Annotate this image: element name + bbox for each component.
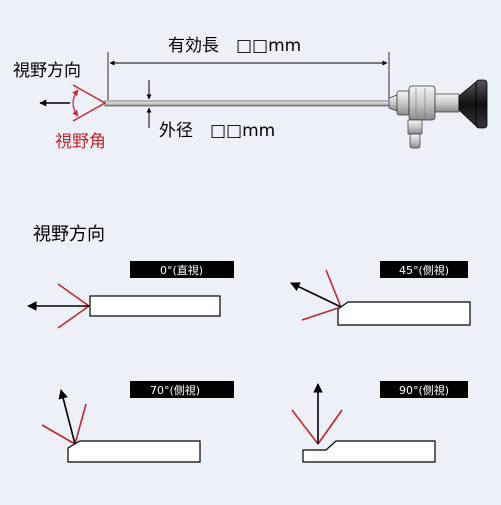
variant-45-label: 45°(側視) <box>399 263 449 277</box>
variant-90-deg: 90°(側視) <box>291 381 468 463</box>
view-direction-label: 視野方向 <box>13 61 81 81</box>
variant-0-badge <box>130 261 234 278</box>
scope-tip-0 <box>89 295 221 317</box>
variant-0-label: 0°(直視) <box>160 263 203 277</box>
variant-70-deg: 70°(側視) <box>41 381 234 463</box>
field-angle-label: 視野角 <box>55 132 106 152</box>
scope-head <box>388 79 488 149</box>
variant-45-deg: 45°(側視) <box>290 261 471 326</box>
fov-line-45a <box>325 269 342 308</box>
fov-upper-line <box>72 84 106 104</box>
fov-line-90b <box>317 409 343 445</box>
field-angle-arc <box>72 89 79 117</box>
variant-90-label: 90°(側視) <box>399 383 449 397</box>
scope-tip-45 <box>337 301 471 326</box>
direction-arrow-45 <box>290 282 342 308</box>
variant-0-deg: 0°(直視) <box>27 261 234 329</box>
fov-line-70a <box>74 403 87 445</box>
fov-line-70b <box>41 424 76 445</box>
outer-diameter-label: 外径 □□mm <box>159 121 275 141</box>
fov-line-0b <box>57 305 90 329</box>
scope-tip-70 <box>67 440 201 463</box>
endoscope-overview: 視野方向 視野角 有効長 □□mm 外径 □□mm <box>13 36 488 152</box>
scope-shaft <box>104 100 392 107</box>
working-length-label: 有効長 □□mm <box>168 36 301 56</box>
section-title: 視野方向 <box>33 224 105 245</box>
variant-70-label: 70°(側視) <box>150 383 200 397</box>
variant-45-badge <box>380 261 468 278</box>
direction-arrow-70 <box>58 389 76 445</box>
scope-tip-90 <box>302 440 436 463</box>
fov-line-90a <box>291 409 319 445</box>
variant-90-badge <box>380 381 468 398</box>
variant-70-badge <box>130 381 234 398</box>
light-guide-port <box>407 119 423 135</box>
fov-line-0a <box>57 283 90 307</box>
fov-lower-line <box>72 102 106 122</box>
eyecup <box>458 81 477 127</box>
fov-line-45b <box>301 306 342 321</box>
